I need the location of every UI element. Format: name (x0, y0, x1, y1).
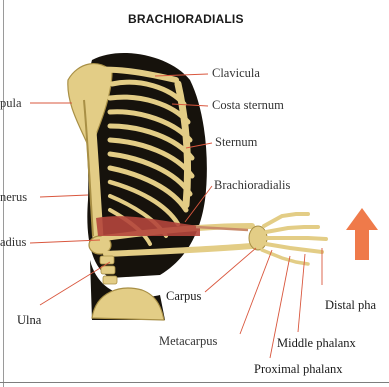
label-proximal-phalanx: Proximal phalanx (254, 362, 343, 377)
label-radius: adius (0, 235, 26, 250)
hand-bones (262, 214, 326, 264)
label-metacarpus: Metacarpus (159, 334, 217, 349)
leader-metacarpus (240, 250, 272, 334)
label-scapula: pula (0, 96, 22, 111)
label-distal-phalanx: Distal pha (325, 298, 376, 313)
label-ulna: Ulna (17, 313, 41, 328)
finger-1 (264, 214, 308, 226)
finger-4 (266, 244, 322, 252)
up-arrow-icon (346, 208, 378, 260)
label-costa-sternum: Costa sternum (212, 98, 284, 113)
leader-carpus (205, 248, 256, 292)
figure-title: BRACHIORADIALIS (128, 12, 244, 26)
label-clavicula: Clavicula (212, 66, 260, 81)
label-carpus: Carpus (166, 289, 201, 304)
finger-3 (266, 238, 326, 239)
label-middle-phalanx: Middle phalanx (277, 336, 356, 351)
label-sternum: Sternum (215, 135, 257, 150)
leader-middle (298, 254, 305, 332)
finger-2 (266, 227, 318, 232)
label-brachioradialis: Brachioradialis (214, 178, 290, 193)
leader-humerus (40, 195, 88, 197)
label-humerus: nerus (0, 190, 27, 205)
